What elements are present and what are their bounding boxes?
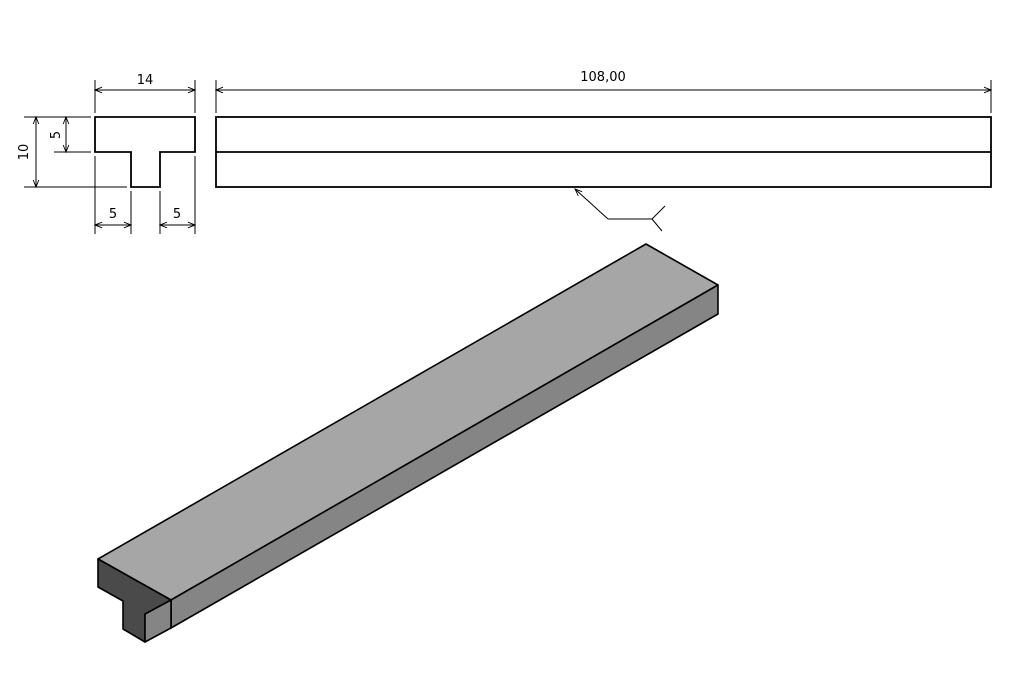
dimension-right-offset-label: 5 (173, 207, 181, 222)
dimension-height-flange-label: 5 (49, 131, 64, 139)
surface-finish-symbol (575, 189, 666, 232)
dimension-height-total-label: 10 (17, 144, 32, 161)
dimension-left-offset: 5 (95, 156, 131, 234)
dimension-width-top-label: 14 (137, 73, 154, 88)
dimension-right-offset: 5 (160, 156, 195, 234)
dimension-height-total: 10 (17, 117, 127, 187)
isometric-view (97, 243, 719, 643)
iso-side-face (170, 284, 719, 629)
dimension-length: 108,00 (216, 70, 991, 113)
dimension-width-top: 14 (95, 73, 195, 113)
dimension-length-label: 108,00 (580, 70, 626, 85)
section-view: 14 10 5 5 5 (17, 73, 195, 234)
t-profile-outline (94, 116, 196, 188)
dimension-height-flange: 5 (49, 117, 91, 152)
dimension-left-offset-label: 5 (109, 207, 117, 222)
iso-web-face (144, 599, 172, 643)
side-view: 108,00 (216, 70, 991, 232)
iso-top-face (97, 243, 719, 601)
